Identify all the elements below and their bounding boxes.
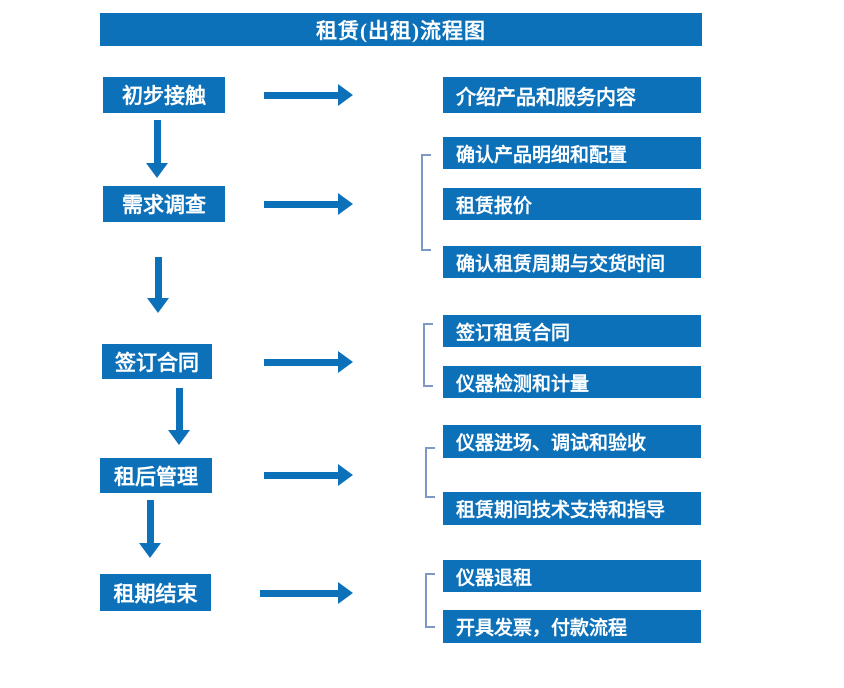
arrow-head-right-icon bbox=[338, 351, 353, 373]
down-arrow-step2-step3 bbox=[147, 257, 169, 313]
arrow-head-right-icon bbox=[338, 84, 353, 106]
down-arrow-step3-step4 bbox=[168, 388, 190, 445]
detail-box-invoice-payment: 开具发票，付款流程 bbox=[443, 610, 701, 643]
arrow-shaft bbox=[264, 91, 338, 99]
right-arrow-step1 bbox=[264, 84, 353, 106]
arrow-head-down-icon bbox=[168, 430, 190, 445]
right-arrow-step3 bbox=[264, 351, 353, 373]
arrow-head-right-icon bbox=[338, 464, 353, 486]
flowchart-title: 租赁(出租)流程图 bbox=[100, 13, 702, 46]
arrow-shaft bbox=[146, 500, 154, 543]
arrow-shaft bbox=[264, 471, 338, 479]
arrow-shaft bbox=[264, 358, 338, 366]
step-box-demand-survey: 需求调查 bbox=[103, 186, 225, 222]
arrow-shaft bbox=[175, 388, 183, 430]
step-box-post-rental-management: 租后管理 bbox=[100, 458, 212, 493]
detail-box-instrument-setup-acceptance: 仪器进场、调试和验收 bbox=[443, 425, 701, 458]
down-arrow-step4-step5 bbox=[139, 500, 161, 558]
step-box-sign-contract: 签订合同 bbox=[102, 344, 212, 379]
right-arrow-step2 bbox=[264, 193, 353, 215]
arrow-shaft bbox=[260, 589, 338, 597]
arrow-head-down-icon bbox=[146, 163, 168, 178]
arrow-head-down-icon bbox=[139, 543, 161, 558]
right-arrow-step4 bbox=[264, 464, 353, 486]
bracket-group-post-rental bbox=[425, 447, 435, 498]
detail-box-instrument-return: 仪器退租 bbox=[443, 560, 701, 592]
arrow-head-right-icon bbox=[338, 193, 353, 215]
detail-box-tech-support: 租赁期间技术支持和指导 bbox=[443, 492, 701, 525]
arrow-shaft bbox=[154, 257, 162, 298]
detail-box-instrument-testing: 仪器检测和计量 bbox=[443, 366, 701, 398]
arrow-head-down-icon bbox=[147, 298, 169, 313]
detail-box-rental-quote: 租赁报价 bbox=[443, 188, 701, 220]
detail-box-introduce-products: 介绍产品和服务内容 bbox=[443, 77, 701, 113]
down-arrow-step1-step2 bbox=[146, 120, 168, 178]
arrow-head-right-icon bbox=[338, 582, 353, 604]
step-box-rental-end: 租期结束 bbox=[100, 574, 211, 611]
bracket-group-rental-end bbox=[425, 573, 435, 628]
right-arrow-step5 bbox=[260, 582, 353, 604]
detail-box-confirm-product-config: 确认产品明细和配置 bbox=[443, 137, 701, 169]
detail-box-sign-rental-contract: 签订租赁合同 bbox=[443, 315, 701, 347]
step-box-initial-contact: 初步接触 bbox=[103, 77, 225, 113]
arrow-shaft bbox=[264, 200, 338, 208]
bracket-group-sign-contract bbox=[423, 323, 433, 387]
detail-box-confirm-period-delivery: 确认租赁周期与交货时间 bbox=[443, 246, 701, 278]
arrow-shaft bbox=[153, 120, 161, 163]
bracket-group-demand-survey bbox=[421, 154, 431, 251]
